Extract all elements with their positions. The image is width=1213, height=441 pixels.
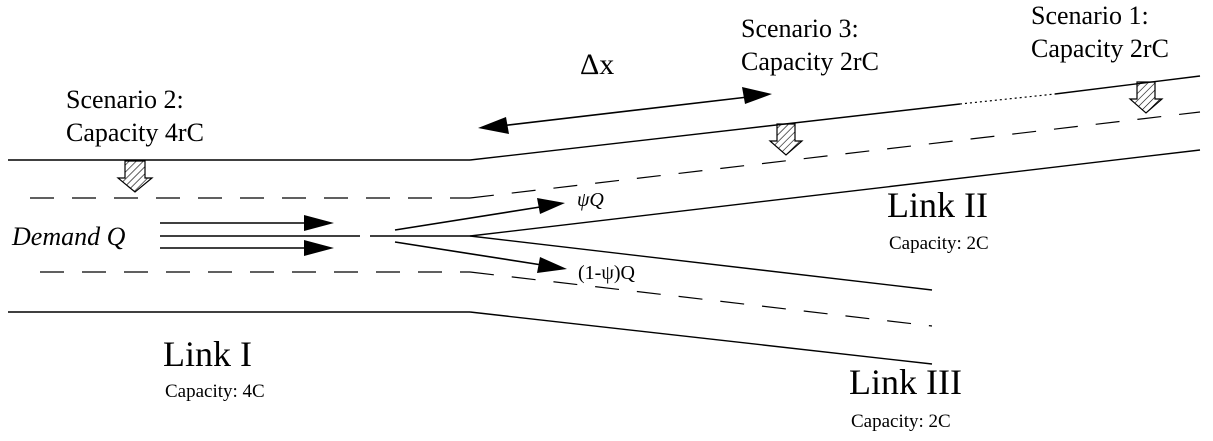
one-minus-psi-flow-arrowhead xyxy=(537,257,567,273)
link2-capacity: Capacity: 2C xyxy=(889,233,989,254)
link2-bottom-edge xyxy=(469,149,1201,237)
link3-capacity: Capacity: 2C xyxy=(851,411,951,432)
one-minus-psi-flow-label: (1-ψ)Q xyxy=(578,262,636,284)
detector-scenario3-icon xyxy=(768,123,804,156)
link1-capacity: Capacity: 4C xyxy=(165,381,265,402)
link2-lane-divider xyxy=(469,111,1201,199)
delta-x-arrowhead-left xyxy=(478,117,509,134)
demand-label: Demand Q xyxy=(11,222,126,251)
demand-arrowhead-bottom xyxy=(304,240,334,256)
link3-top-edge xyxy=(469,235,933,291)
demand-arrowhead-top xyxy=(304,215,334,231)
detector-scenario2-icon xyxy=(116,160,154,193)
delta-x-arrowhead-right xyxy=(742,87,772,104)
link2-top-edge xyxy=(469,103,961,161)
link2-name: Link II xyxy=(887,185,988,225)
link3-name: Link III xyxy=(849,362,962,402)
psi-flow-label: ψQ xyxy=(577,189,604,211)
link3-lane-divider xyxy=(469,271,933,327)
scenario2-capacity: Capacity 4rC xyxy=(66,118,204,147)
scenario1-title: Scenario 1: xyxy=(1031,1,1149,30)
detector-scenario1-icon xyxy=(1128,81,1164,114)
scenario1-capacity: Capacity 2rC xyxy=(1031,34,1169,63)
scenario3-title: Scenario 3: xyxy=(741,14,859,43)
one-minus-psi-flow-arrow xyxy=(394,241,543,266)
psi-flow-arrow xyxy=(394,206,541,231)
link2-top-edge-far xyxy=(1054,75,1201,95)
link2-top-edge-dotted xyxy=(959,93,1056,105)
delta-x-label: Δx xyxy=(580,48,614,81)
link1-name: Link I xyxy=(163,334,252,374)
scenario2-title: Scenario 2: xyxy=(66,85,184,114)
delta-x-arrow xyxy=(499,96,749,127)
scenario3-capacity: Capacity 2rC xyxy=(741,47,879,76)
psi-flow-arrowhead xyxy=(537,198,565,214)
link3-bottom-edge xyxy=(469,311,933,365)
